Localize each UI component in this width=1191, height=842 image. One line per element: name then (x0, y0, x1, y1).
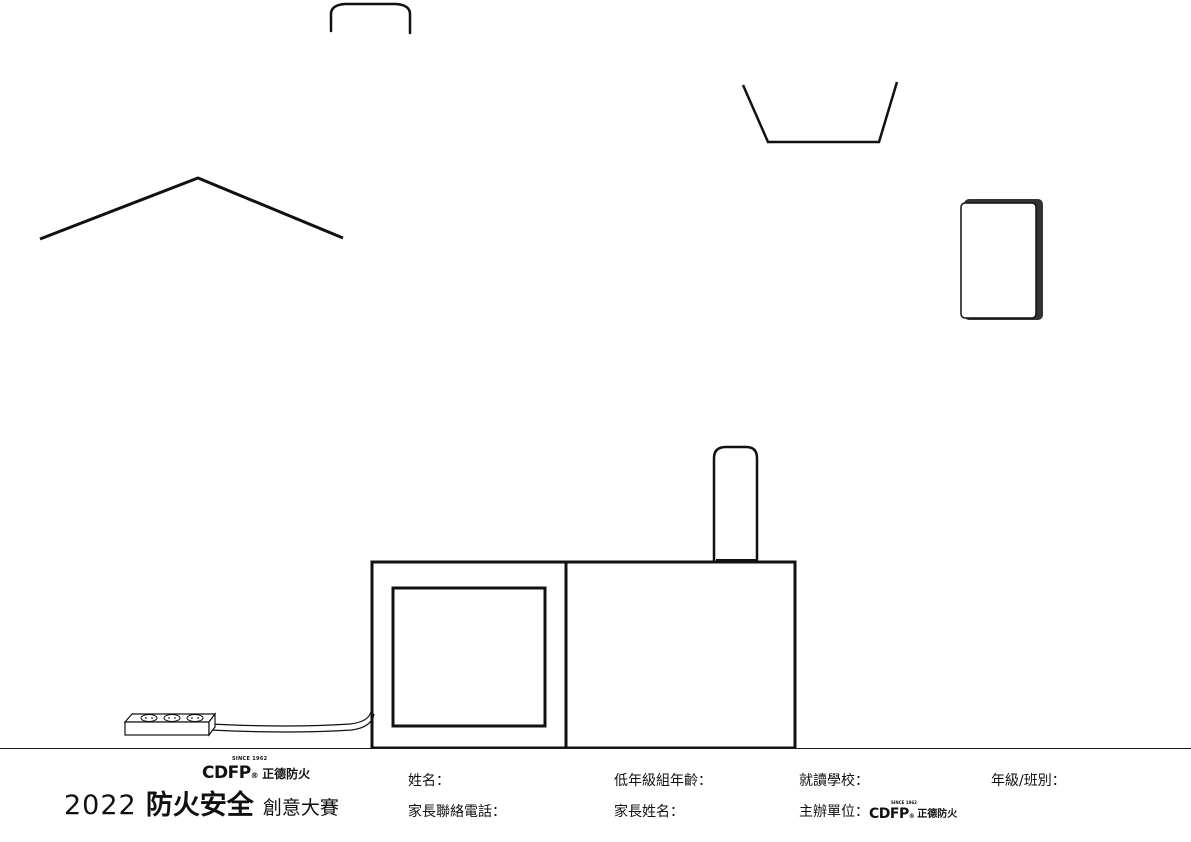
wall-card (960, 199, 1043, 320)
bottle-outline (712, 445, 759, 561)
entry-form-footer: SINCE 1962 CDFP® 正德防火 2022 防火安全 創意大賽 姓名：… (0, 748, 1191, 842)
brand-cdfp-text: CDFP (202, 763, 251, 783)
contest-year: 2022 (64, 790, 137, 821)
organizer-registered-mark: ® (908, 813, 915, 820)
ceiling-lamp-outline (329, 2, 412, 35)
organizer-since: SINCE 1962 (891, 800, 917, 805)
brand-since: SINCE 1962 (232, 756, 268, 762)
class-field-label: 年級/班別： (991, 773, 1066, 789)
roof-outline (39, 176, 344, 241)
name-field-label: 姓名： (408, 773, 450, 789)
organizer-cdfp-text: CDFP (869, 806, 909, 822)
contest-title-main: 防火安全 (145, 790, 254, 821)
socket-3 (186, 714, 204, 722)
brand-logo: SINCE 1962 CDFP® 正德防火 (202, 756, 311, 783)
school-field-label: 就讀學校： (799, 773, 869, 789)
parent-phone-field-label: 家長聯絡電話： (408, 804, 506, 820)
contest-title: 2022 防火安全 創意大賽 (64, 792, 339, 819)
grade-age-field-label: 低年級組年齡： (614, 773, 712, 789)
bowl-outline (741, 81, 899, 144)
organizer-company: 正德防火 (917, 809, 958, 820)
socket-2 (163, 714, 181, 722)
parent-name-field-label: 家長姓名： (614, 804, 684, 820)
socket-1 (140, 714, 158, 722)
brand-company: 正德防火 (262, 767, 311, 781)
power-strip (123, 711, 375, 737)
contest-title-sub: 創意大賽 (262, 797, 339, 819)
organizer-label: 主辦單位： (799, 804, 869, 820)
registered-mark: ® (250, 771, 259, 780)
brand-cdfp: CDFP® (202, 763, 259, 783)
microwave-outline (370, 560, 797, 750)
organizer-cdfp: CDFP® (869, 806, 915, 822)
